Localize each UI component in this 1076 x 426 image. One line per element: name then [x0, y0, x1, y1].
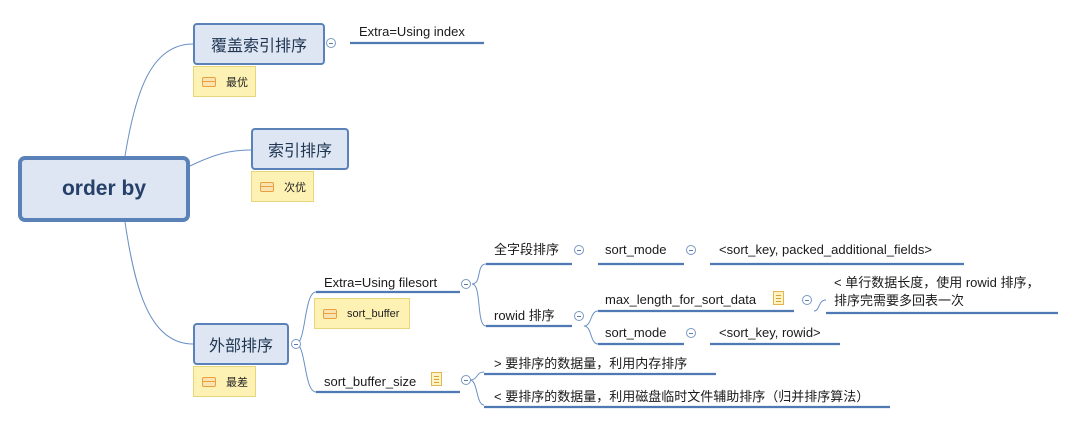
label-icon	[202, 376, 216, 387]
external-sort-label: 外部排序	[208, 338, 273, 355]
using-filesort-label: Extra=Using filesort	[324, 275, 438, 290]
note-second-text: 次优	[284, 181, 306, 194]
label-icon	[202, 76, 216, 87]
collapse-toggle-icon[interactable]	[461, 375, 471, 385]
external-sort-node[interactable]: 外部排序	[193, 323, 289, 365]
note-sort-buffer-text: sort_buffer	[347, 307, 400, 320]
rowid-sort-label: rowid 排序	[494, 308, 555, 323]
using-index-label: Extra=Using index	[359, 24, 465, 39]
collapse-toggle-icon[interactable]	[686, 245, 696, 255]
root-label: order by	[61, 177, 147, 200]
label-icon	[260, 181, 274, 192]
collapse-toggle-icon[interactable]	[574, 245, 584, 255]
disk-sort-label: < 要排序的数据量，利用磁盘临时文件辅助排序（归并排序算法）	[494, 389, 870, 404]
index-sort-label: 索引排序	[267, 143, 332, 160]
collapse-toggle-icon[interactable]	[461, 279, 471, 289]
sort-mode-label: sort_mode	[605, 242, 667, 257]
note-worst: 最差	[193, 366, 256, 397]
label-icon	[323, 308, 337, 319]
max-length-label: max_length_for_sort_data	[605, 292, 757, 307]
note-document-icon[interactable]	[431, 372, 442, 386]
collapse-toggle-icon[interactable]	[686, 328, 696, 338]
sort-mode-label: sort_mode	[605, 325, 667, 340]
note-second: 次优	[251, 171, 314, 202]
index-sort-node[interactable]: 索引排序	[251, 128, 349, 170]
note-best-text: 最优	[226, 76, 248, 89]
note-sort-buffer: sort_buffer	[314, 298, 410, 329]
covering-index-label: 覆盖索引排序	[210, 38, 307, 55]
collapse-toggle-icon[interactable]	[802, 295, 812, 305]
max-length-note-line1: < 单行数据长度，使用 rowid 排序，	[834, 275, 1040, 290]
full-field-sort-label: 全字段排序	[494, 242, 560, 257]
collapse-toggle-icon[interactable]	[574, 311, 584, 321]
note-document-icon[interactable]	[773, 291, 784, 305]
sort-mode-value: <sort_key, packed_additional_fields>	[719, 242, 932, 257]
sort-buffer-size-label: sort_buffer_size	[324, 374, 417, 389]
root-node[interactable]: order by	[18, 156, 190, 222]
collapse-toggle-icon[interactable]	[326, 38, 336, 48]
memory-sort-label: > 要排序的数据量，利用内存排序	[494, 356, 688, 371]
collapse-toggle-icon[interactable]	[291, 339, 301, 349]
covering-index-node[interactable]: 覆盖索引排序	[193, 23, 325, 65]
max-length-note-line2: 排序完需要多回表一次	[834, 293, 965, 308]
sort-mode-value: <sort_key, rowid>	[719, 325, 821, 340]
note-worst-text: 最差	[226, 376, 248, 389]
note-best: 最优	[193, 66, 256, 97]
